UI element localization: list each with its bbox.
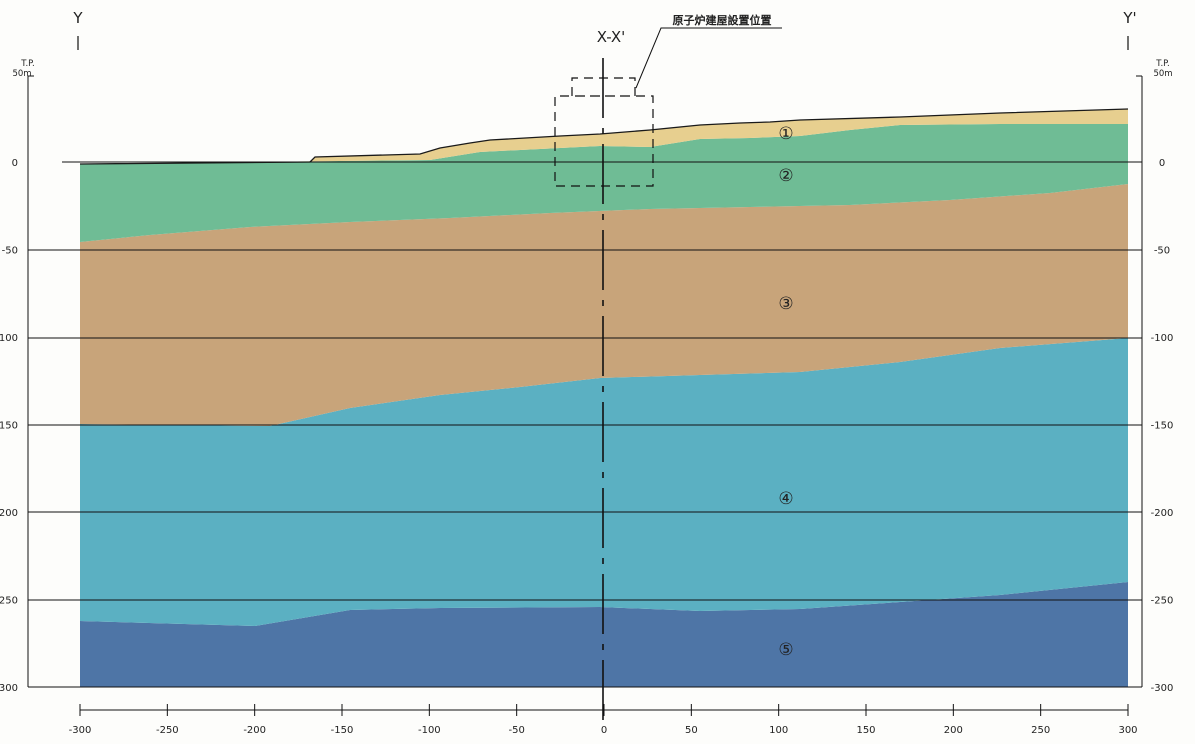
x-tick-label: 100 <box>769 725 788 736</box>
reactor-building-outline <box>554 77 654 187</box>
y-tick-label-right: 0 <box>1159 158 1165 169</box>
x-tick-label: -50 <box>508 725 524 736</box>
layer-3-region <box>80 184 1128 426</box>
x-tick-label: 0 <box>601 725 607 736</box>
x-tick-label: -250 <box>156 725 179 736</box>
elevation-gridlines <box>28 161 1142 688</box>
y-tick-label-left: -100 <box>0 333 18 344</box>
y-tick-label-right: -300 <box>1151 683 1174 694</box>
side-scales <box>27 75 1143 687</box>
y-tick-label-right: -50 <box>1154 246 1170 257</box>
y-tick-label-right: -250 <box>1151 596 1174 607</box>
y-tick-label-left: -50 <box>2 246 18 257</box>
layer-5-region <box>80 582 1128 687</box>
y-tick-label-right: -200 <box>1151 508 1174 519</box>
y-tick-label-right: -150 <box>1151 421 1174 432</box>
layer-2-region <box>80 124 1128 242</box>
x-tick-label: 300 <box>1118 725 1137 736</box>
layer-2-label: ② <box>778 166 793 186</box>
center-line-label: X-X' <box>597 28 626 46</box>
x-tick-label: -300 <box>69 725 92 736</box>
layer-4-label: ④ <box>778 489 793 509</box>
x-tick-label: 200 <box>944 725 963 736</box>
section-end-label-right: Y' <box>1122 9 1136 27</box>
layer-1-region <box>80 109 1128 164</box>
layers <box>79 108 1129 687</box>
x-tick-label: 150 <box>856 725 875 736</box>
layer-1-label: ① <box>778 124 793 144</box>
y-tick-label-right: -100 <box>1151 333 1174 344</box>
layer-3-label: ③ <box>778 294 793 314</box>
y-tick-label-left: -200 <box>0 508 18 519</box>
building-position-label: 原子炉建屋設置位置 <box>673 13 772 27</box>
y-tick-label-left: -250 <box>0 596 18 607</box>
y-tick-label-left: -150 <box>0 421 18 432</box>
y-tick-label-left: 0 <box>12 158 18 169</box>
section-end-label-left: Y <box>72 9 83 27</box>
building-leader <box>635 27 782 89</box>
tp-label-right: T.P. <box>1155 59 1169 69</box>
x-tick-label: -150 <box>331 725 354 736</box>
layer-5-label: ⑤ <box>778 640 793 660</box>
x-tick-label: -100 <box>418 725 441 736</box>
x-tick-label: -200 <box>243 725 266 736</box>
ground-surface-line <box>79 108 1129 165</box>
y-axis-ticks: 0 0 -50 -50 -100 -100 -150 -150 -200 -200 -250 -250… <box>0 158 1173 694</box>
x-tick-label: 50 <box>685 725 698 736</box>
y-tick-label-left: -300 <box>0 683 18 694</box>
x-axis-ticks: -300 -250 -200 -150 -100 -50 0 50 100 150 200 250 30… <box>69 704 1138 736</box>
top-unit-label-left: 50m <box>12 69 31 79</box>
layer-4-region <box>80 338 1128 626</box>
top-unit-label-right: 50m <box>1153 69 1172 79</box>
x-tick-label: 250 <box>1031 725 1050 736</box>
tp-label-left: T.P. <box>20 59 34 69</box>
